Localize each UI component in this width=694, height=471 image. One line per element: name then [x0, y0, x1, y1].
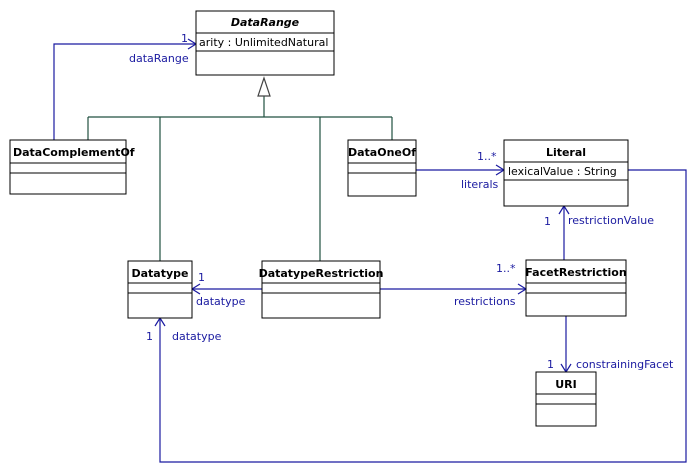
role-label: restrictionValue [568, 214, 654, 227]
assoc-facet-constrainingfacet: 1 constrainingFacet [547, 316, 674, 374]
class-name: URI [555, 378, 577, 391]
class-name: Literal [546, 146, 586, 159]
class-datatype[interactable]: Datatype [127, 260, 193, 319]
role-label: datatype [172, 330, 222, 343]
role-label: datatype [196, 295, 246, 308]
role-label: dataRange [129, 52, 189, 65]
class-name: DataOneOf [348, 146, 416, 159]
class-dataoneof[interactable]: DataOneOf [347, 139, 417, 197]
role-label: constrainingFacet [576, 358, 674, 371]
assoc-literal-datatype: 1 datatype [146, 169, 687, 463]
class-datacomplementof[interactable]: DataComplementOf [9, 139, 135, 195]
class-name: DataRange [231, 16, 300, 29]
mult-label: 1 [544, 215, 551, 228]
mult-label: 1..* [477, 150, 497, 163]
class-attribute: arity : UnlimitedNatural [199, 36, 328, 49]
assoc-complement-datarange: 1 dataRange [53, 32, 198, 140]
mult-label: 1 [198, 271, 205, 284]
role-label: literals [461, 178, 499, 191]
assoc-oneof-literals: 1..* literals [416, 150, 506, 191]
class-datatyperestriction[interactable]: DatatypeRestriction [259, 260, 384, 319]
class-datarange[interactable]: DataRange arity : UnlimitedNatural [195, 10, 335, 76]
class-name: FacetRestriction [525, 266, 626, 279]
assoc-restriction-datatype: 1 datatype [190, 271, 262, 308]
assoc-restriction-restrictions: 1..* restrictions [380, 262, 528, 308]
role-label: restrictions [454, 295, 516, 308]
class-uri[interactable]: URI [535, 371, 597, 427]
class-facetrestriction[interactable]: FacetRestriction [525, 259, 627, 317]
class-literal[interactable]: Literal lexicalValue : String [503, 139, 629, 207]
class-name: DatatypeRestriction [259, 267, 384, 280]
assoc-facet-restrictionvalue: 1 restrictionValue [544, 204, 654, 260]
generalization-lines [87, 76, 393, 261]
mult-label: 1..* [496, 262, 516, 275]
mult-label: 1 [146, 330, 153, 343]
class-attribute: lexicalValue : String [508, 165, 617, 178]
mult-label: 1 [181, 32, 188, 45]
class-name: DataComplementOf [13, 146, 135, 159]
class-name: Datatype [132, 267, 189, 280]
mult-label: 1 [547, 358, 554, 371]
generalization-triangle-icon [257, 76, 271, 97]
